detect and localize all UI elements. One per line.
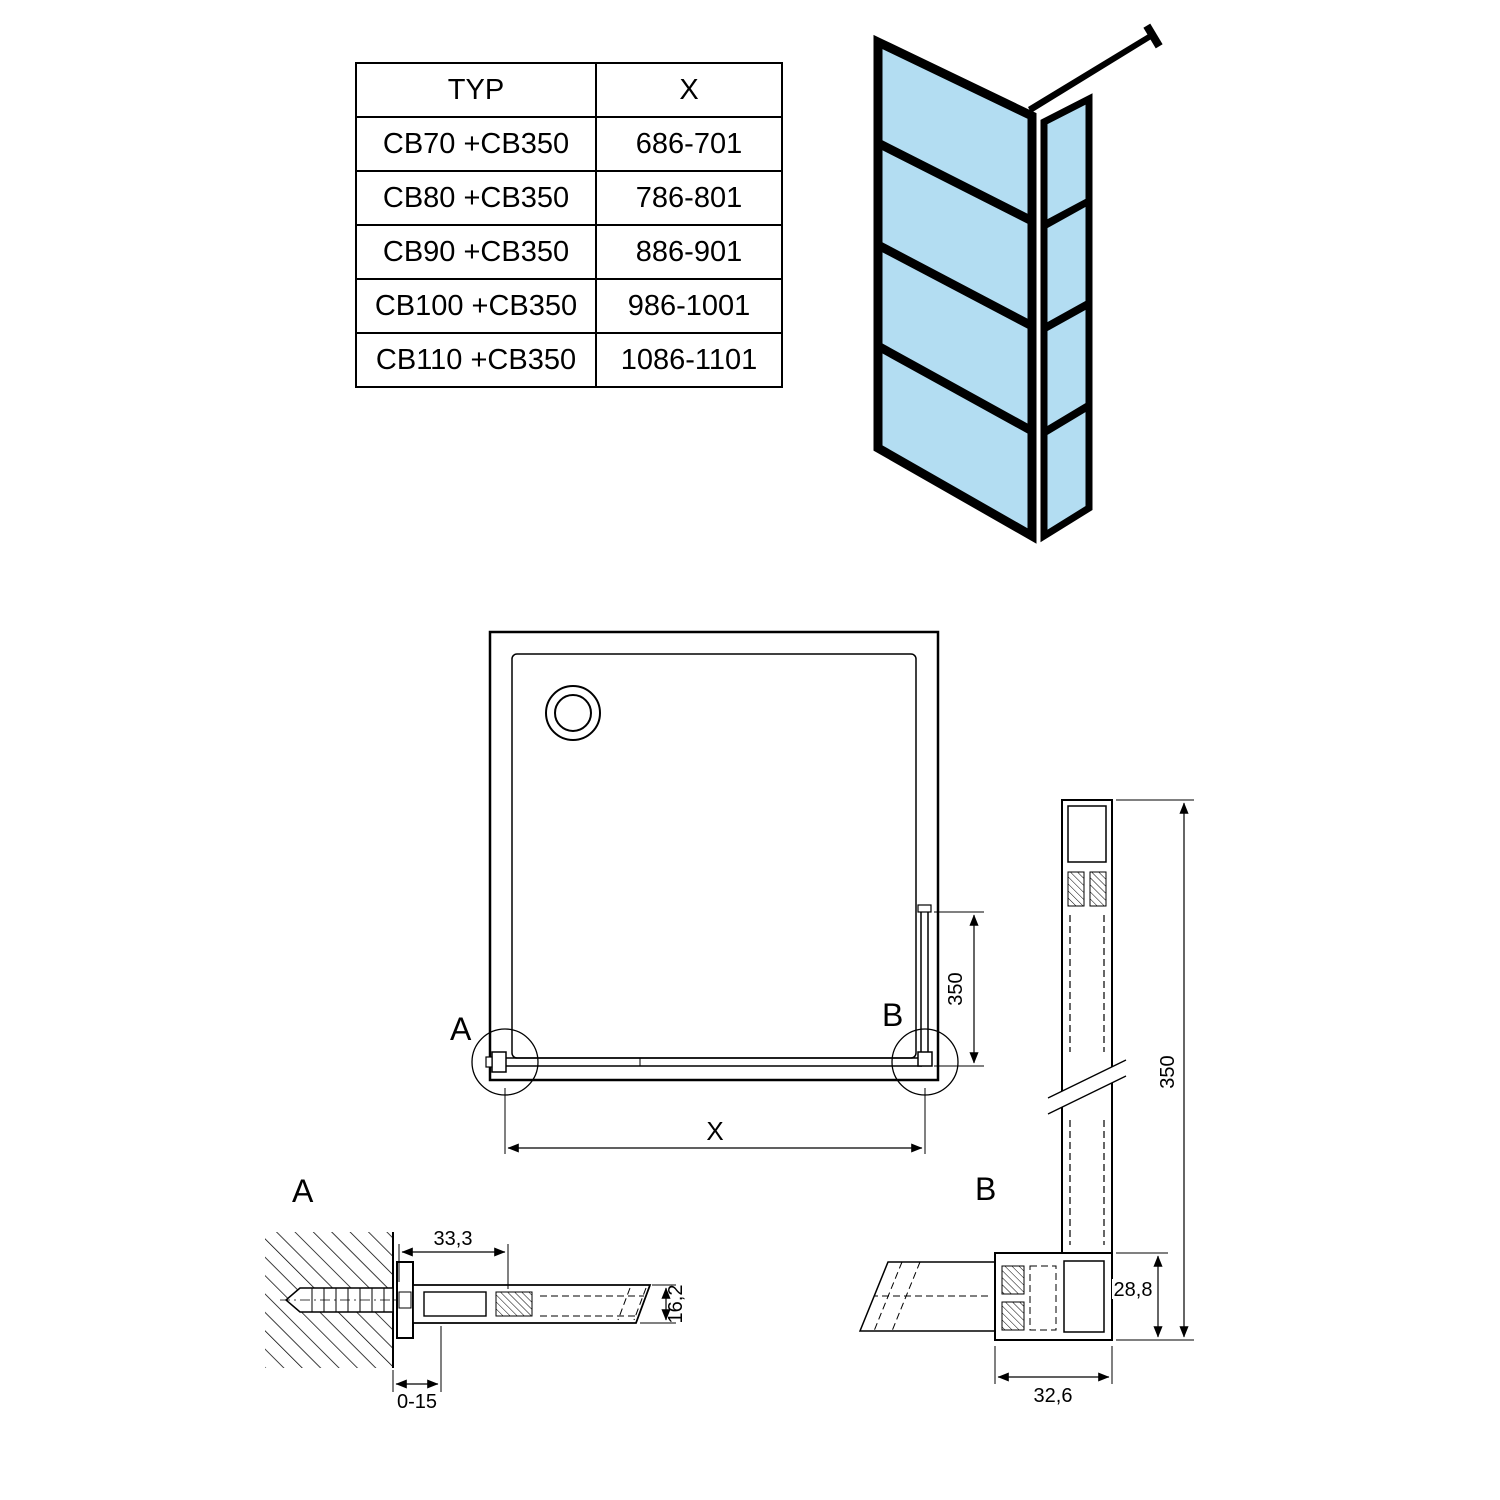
detail-a-dim-top: 33,3 [434, 1228, 473, 1250]
frame-bar [878, 240, 1032, 331]
isometric-view [873, 23, 1163, 544]
frame-bar [878, 341, 1032, 436]
table-header-x: X [595, 62, 783, 118]
detail-a-label: A [292, 1173, 314, 1209]
plan-dim-return: 350 [945, 972, 967, 1005]
drain-inner [554, 694, 592, 732]
frame-bar [1044, 299, 1089, 333]
wall-plug [280, 1287, 420, 1313]
table-row: CB70 +CB350 686-701 [355, 116, 783, 172]
typ-cell: CB80 +CB350 [355, 170, 597, 226]
gasket-block [495, 1291, 533, 1317]
screw-head [398, 1291, 412, 1309]
table-row: CB90 +CB350 886-901 [355, 224, 783, 280]
x-cell: 786-801 [595, 170, 783, 226]
detail-a-dim-adjust: 0-15 [397, 1391, 437, 1413]
frame-bar [1044, 197, 1089, 230]
profile-top-cavity [1067, 805, 1107, 863]
plan-view: A B 350 X [450, 630, 984, 1154]
break-mark [1048, 1060, 1126, 1114]
detail-b-dim-bottom-width: 32,6 [1034, 1385, 1073, 1407]
spec-table: TYP X CB70 +CB350 686-701 CB80 +CB350 78… [355, 62, 783, 388]
drain-outer [545, 685, 601, 741]
glass-wall-plan [485, 904, 933, 1073]
gasket-block [1089, 871, 1107, 907]
table-row: CB80 +CB350 786-801 [355, 170, 783, 226]
frame-bar [1044, 401, 1089, 437]
typ-cell: CB90 +CB350 [355, 224, 597, 280]
shower-tray-outer [488, 630, 940, 1082]
detail-b-label: B [975, 1171, 996, 1207]
table-header-typ: TYP [355, 62, 597, 118]
x-cell: 1086-1101 [595, 332, 783, 388]
plan-dimensions [504, 911, 984, 1154]
table-header-row: TYP X [355, 62, 783, 118]
frame-bar [878, 138, 1032, 226]
plan-label-b: B [882, 997, 903, 1033]
plan-dim-width: X [706, 1116, 723, 1146]
typ-cell: CB70 +CB350 [355, 116, 597, 172]
x-cell: 886-901 [595, 224, 783, 280]
support-bar [1028, 33, 1153, 113]
clamp-block [1029, 1265, 1057, 1331]
wall-detail-a: A [265, 1173, 687, 1413]
profile-cavity [423, 1291, 487, 1317]
detail-a-dim-height: 16,2 [665, 1285, 687, 1324]
support-bar-bracket [1143, 23, 1163, 49]
gasket-block [1001, 1265, 1025, 1295]
table-row: CB100 +CB350 986-1001 [355, 278, 783, 334]
plan-label-a: A [450, 1011, 472, 1047]
detail-b-dim-height: 350 [1157, 1055, 1179, 1088]
table-row: CB110 +CB350 1086-1101 [355, 332, 783, 388]
section-detail-b: B 350 [858, 799, 1194, 1407]
typ-cell: CB100 +CB350 [355, 278, 597, 334]
typ-cell: CB110 +CB350 [355, 332, 597, 388]
gasket-block [1001, 1301, 1025, 1331]
detail-b-dim-bottom-height: 28,8 [1114, 1279, 1153, 1301]
x-cell: 986-1001 [595, 278, 783, 334]
x-cell: 686-701 [595, 116, 783, 172]
bottom-profile-cavity [1063, 1260, 1105, 1333]
gasket-block [1067, 871, 1085, 907]
shower-tray-inner [511, 653, 917, 1059]
